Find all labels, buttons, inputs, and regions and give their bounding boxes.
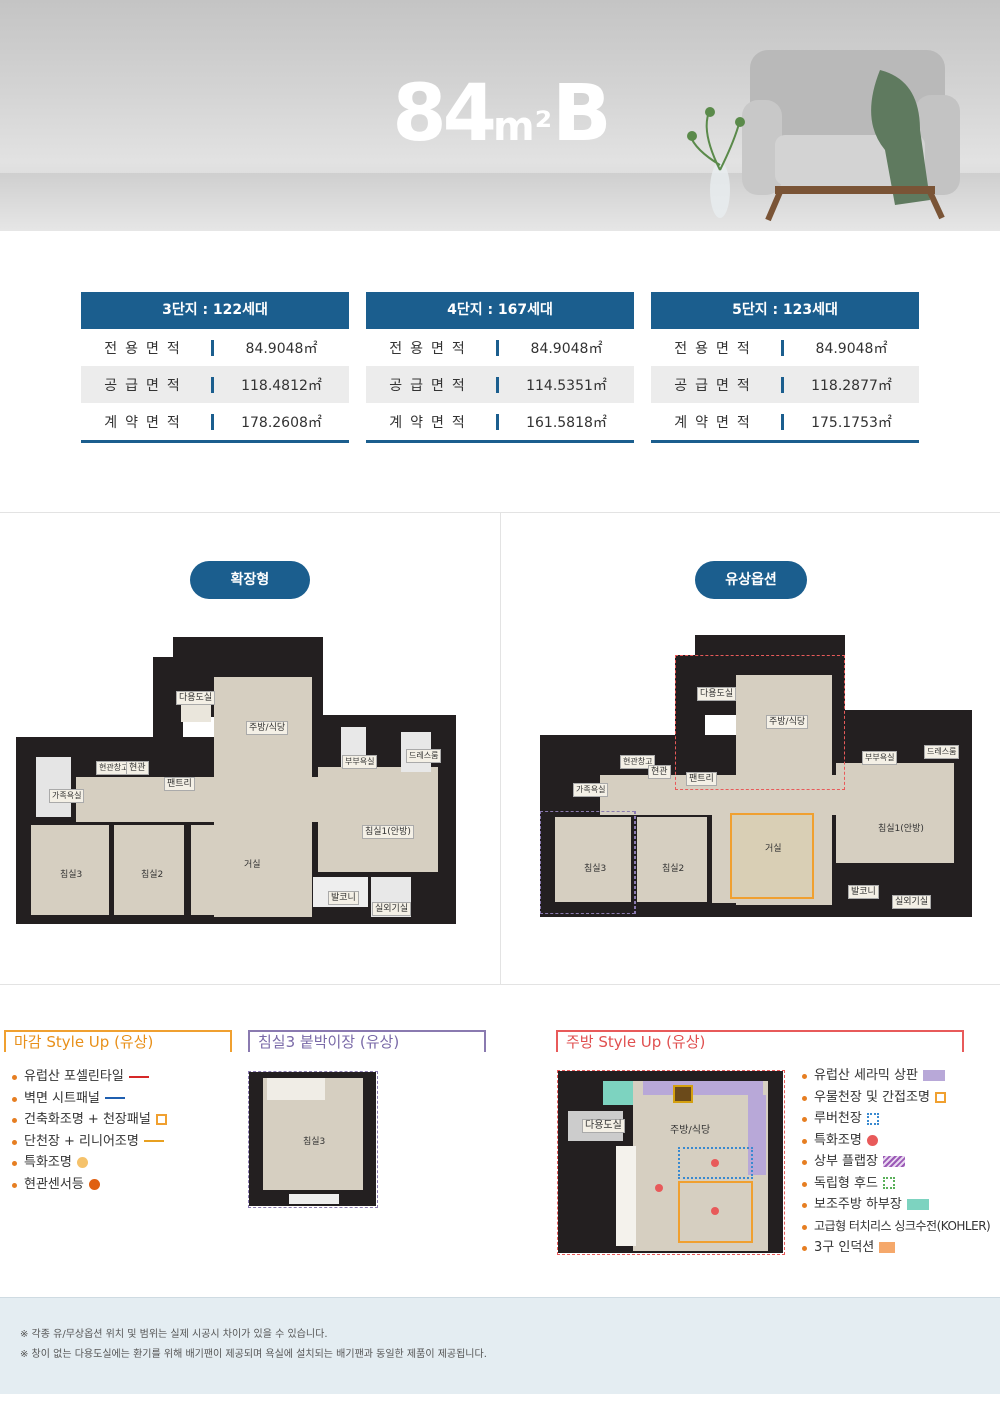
list-item: 상부 플랩장 bbox=[802, 1151, 1000, 1173]
tab-paid-option[interactable]: 유상옵션 bbox=[695, 561, 807, 599]
room-label: 주방/식당 bbox=[246, 721, 289, 735]
room-label: 거실 bbox=[244, 860, 261, 870]
room-label: 침실3 bbox=[584, 864, 607, 874]
room-label: 다용도실 bbox=[176, 691, 216, 705]
room-label: 다용도실 bbox=[697, 687, 737, 701]
divider bbox=[0, 984, 1000, 985]
room-label: 현관창고 bbox=[96, 761, 132, 775]
room-label: 현관 bbox=[126, 761, 149, 775]
room-label: 다용도실 bbox=[582, 1119, 625, 1133]
list-item: 고급형 터치리스 싱크수전(KOHLER) bbox=[802, 1216, 1000, 1238]
table-header: 3단지 : 122세대 bbox=[81, 292, 349, 329]
list-item: 보조주방 하부장 bbox=[802, 1194, 1000, 1216]
finish-option-list: 유럽산 포셀린타일 벽면 시트패널 건축화조명 + 천장패널 단천장 + 리니어… bbox=[12, 1066, 232, 1195]
room-label: 드레스룸 bbox=[924, 745, 960, 759]
table-header: 5단지 : 123세대 bbox=[651, 292, 919, 329]
finish-style-title: 마감 Style Up (유상) bbox=[4, 1030, 232, 1052]
tab-extended-type[interactable]: 확장형 bbox=[190, 561, 310, 599]
unit-type-title: 84m²B bbox=[392, 69, 611, 159]
list-item: 루버천장 bbox=[802, 1108, 1000, 1130]
list-item: 특화조명 bbox=[802, 1130, 1000, 1152]
closet-option-area bbox=[540, 811, 635, 914]
list-item: 3구 인덕션 bbox=[802, 1237, 1000, 1259]
kitchen-option-area bbox=[675, 655, 845, 790]
room-label: 가족욕실 bbox=[49, 789, 85, 803]
armchair-illustration bbox=[687, 50, 960, 222]
room-label: 실외기실 bbox=[372, 902, 412, 916]
hero-banner: 84m²B bbox=[0, 0, 1000, 231]
room-label: 침실3 bbox=[303, 1137, 326, 1147]
kitchen-option-list: 유럽산 세라믹 상판 우물천장 및 간접조명 루버천장 특화조명 상부 플랩장 … bbox=[802, 1065, 1000, 1259]
room-label: 팬트리 bbox=[164, 777, 195, 791]
list-item: 우물천장 및 간접조명 bbox=[802, 1087, 1000, 1109]
floor-plan-extended: 다용도실 주방/식당 현관창고 현관 팬트리 가족욕실 부부욕실 드레스룸 침실… bbox=[16, 637, 456, 924]
closet-plan: 침실3 bbox=[248, 1071, 378, 1208]
list-item: 벽면 시트패널 bbox=[12, 1088, 232, 1110]
divider bbox=[500, 512, 501, 984]
room-label: 침실1(안방) bbox=[878, 824, 924, 834]
table-header: 4단지 : 167세대 bbox=[366, 292, 634, 329]
note-text: ※ 각종 유/무상옵션 위치 및 범위는 실제 시공시 차이가 있을 수 있습니… bbox=[20, 1329, 328, 1340]
room-label: 침실2 bbox=[662, 864, 685, 874]
room-label: 가족욕실 bbox=[573, 783, 609, 797]
list-item: 유럽산 포셀린타일 bbox=[12, 1066, 232, 1088]
list-item: 유럽산 세라믹 상판 bbox=[802, 1065, 1000, 1087]
kitchen-plan: 다용도실 주방/식당 bbox=[557, 1070, 785, 1255]
room-label: 침실3 bbox=[60, 870, 83, 880]
floor-plan-option: 다용도실 주방/식당 현관창고 현관 팬트리 가족욕실 부부욕실 드레스룸 침실… bbox=[540, 635, 972, 917]
closet-option-title: 침실3 붙박이장 (유상) bbox=[248, 1030, 486, 1052]
room-label: 주방/식당 bbox=[766, 715, 809, 729]
room-label: 침실2 bbox=[141, 870, 164, 880]
list-item: 건축화조명 + 천장패널 bbox=[12, 1109, 232, 1131]
room-label: 현관 bbox=[648, 765, 671, 779]
note-text: ※ 창이 없는 다용도실에는 환기를 위해 배기팬이 제공되며 욕실에 설치되는… bbox=[20, 1349, 487, 1360]
list-item: 현관센서등 bbox=[12, 1174, 232, 1196]
kitchen-style-title: 주방 Style Up (유상) bbox=[556, 1030, 964, 1052]
room-label: 발코니 bbox=[848, 885, 879, 899]
room-label: 드레스룸 bbox=[406, 749, 442, 763]
room-label: 부부욕실 bbox=[862, 751, 898, 765]
room-label: 부부욕실 bbox=[342, 755, 378, 769]
room-label: 실외기실 bbox=[892, 895, 932, 909]
list-item: 특화조명 bbox=[12, 1152, 232, 1174]
list-item: 독립형 후드 bbox=[802, 1173, 1000, 1195]
list-item: 단천장 + 리니어조명 bbox=[12, 1131, 232, 1153]
notes-box: ※ 각종 유/무상옵션 위치 및 범위는 실제 시공시 차이가 있을 수 있습니… bbox=[0, 1297, 1000, 1394]
room-label: 현관창고 bbox=[620, 755, 656, 769]
room-label: 주방/식당 bbox=[670, 1125, 711, 1136]
room-label: 발코니 bbox=[328, 891, 359, 905]
room-label: 거실 bbox=[765, 844, 782, 854]
room-label: 팬트리 bbox=[686, 772, 717, 786]
room-label: 침실1(안방) bbox=[362, 825, 414, 839]
